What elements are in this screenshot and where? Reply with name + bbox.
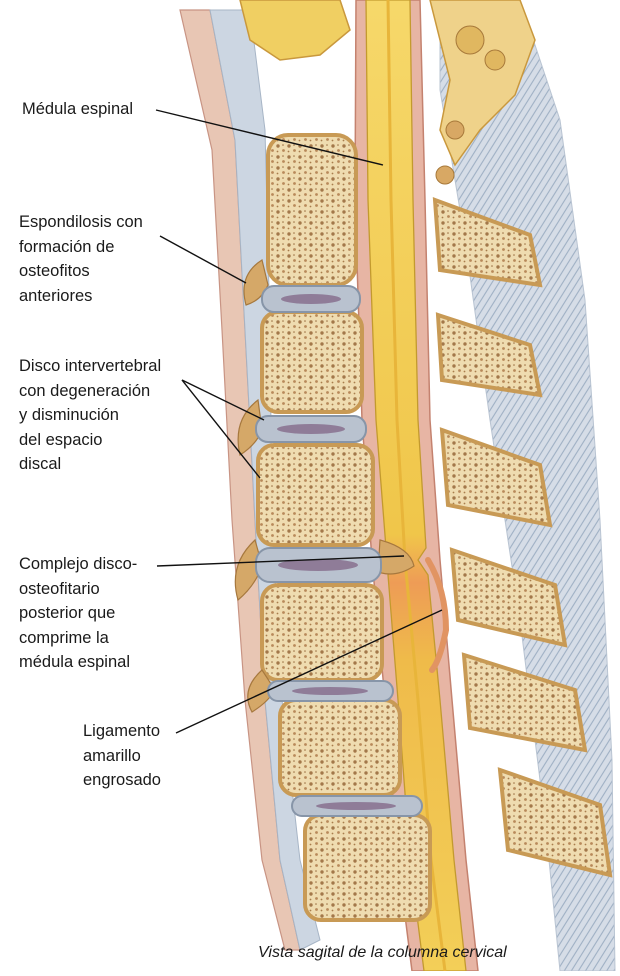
thickened-ligamentum-flavum [425,557,450,673]
leader-ligamento [175,609,443,734]
foramen-detail [445,120,465,140]
disc-c5-c6 [267,680,394,702]
vertebral-bodies [256,133,432,922]
label-espondilosis: Espondilosis con formación de osteofitos… [19,213,143,305]
foramen-detail [484,49,506,71]
foramen-detail [435,165,455,185]
vertebral-body-c3 [260,310,364,414]
disc-c3-c4 [255,415,367,443]
vertebral-body-c4 [256,443,375,547]
leader-espondilosis [159,235,247,284]
leader-lines [155,109,443,734]
vertebral-body-c6 [278,698,402,797]
lamina-c5 [449,547,568,648]
laminae [432,197,613,878]
label-medula-espinal: Médula espinal [22,100,133,118]
lamina-c2 [432,197,543,288]
lamina-c6 [461,652,588,753]
disc-c6-c7 [291,795,423,817]
leader-disco-1 [181,379,265,421]
disc-c4-c5 [255,547,382,583]
skull-base [239,0,351,61]
figure-caption: Vista sagital de la columna cervical [258,944,507,961]
disc-c2-c3 [261,285,361,313]
lamina-c4 [439,427,553,528]
label-disco-intervertebral: Disco intervertebral con degeneración y … [19,357,162,473]
foramen-detail [455,25,485,55]
lamina-c3 [435,312,543,398]
leader-complejo [156,555,405,567]
vertebral-body-c2 [266,133,358,287]
lamina-c7 [497,767,613,878]
leader-disco-2 [181,379,261,479]
leader-medula [155,109,384,166]
intervertebral-discs [255,285,423,817]
vertebral-body-c7 [303,813,432,922]
label-complejo-disco-osteofitario: Complejo disco- osteofitario posterior q… [19,555,138,671]
label-ligamento-amarillo: Ligamento amarillo engrosado [83,722,161,789]
